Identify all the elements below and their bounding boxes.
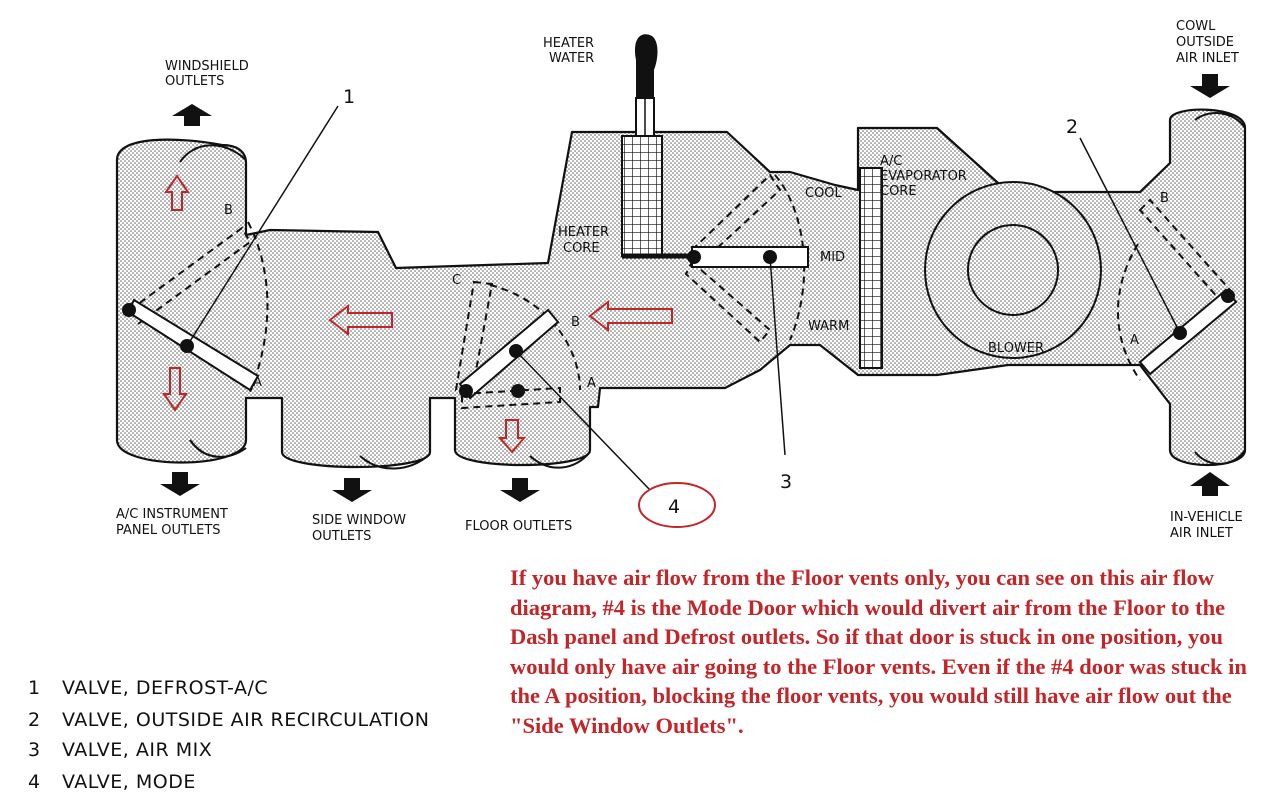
instrument-panel-label-2: PANEL OUTLETS <box>116 523 221 538</box>
evaporator-core <box>859 167 883 369</box>
blower-wheel <box>924 181 1102 359</box>
side-window-label-1: SIDE WINDOW <box>312 513 406 528</box>
leader-3 <box>769 256 786 456</box>
cool-label: COOL <box>805 186 843 201</box>
in-vehicle-label-1: IN-VEHICLE <box>1170 510 1243 525</box>
heater-water-label-2: WATER <box>549 51 594 66</box>
heater-core-label-1: HEATER <box>558 225 609 240</box>
in-vehicle-label-2: AIR INLET <box>1170 526 1233 541</box>
red-arrow-down-left <box>162 367 188 412</box>
legend-text-1: VALVE, DEFROST-A/C <box>62 677 268 699</box>
mode-door-c: C <box>452 273 461 288</box>
red-arrow-left-right <box>588 299 673 333</box>
cowl-label-2: OUTSIDE <box>1176 35 1234 50</box>
evaporator-label-3: CORE <box>880 184 917 199</box>
heater-core <box>621 135 663 257</box>
legend-num-3: 3 <box>28 739 41 761</box>
leader-4 <box>515 350 651 491</box>
legend-num-2: 2 <box>28 709 41 731</box>
red-arrow-up <box>164 174 190 211</box>
mid-label: MID <box>820 250 845 265</box>
cowl-label-1: COWL <box>1176 19 1216 34</box>
valve-legend: 1 VALVE, DEFROST-A/C 2 VALVE, OUTSIDE AI… <box>28 677 429 793</box>
legend-num-1: 1 <box>28 677 41 699</box>
windshield-label-1: WINDSHIELD <box>165 59 249 74</box>
side-window-arrow <box>332 478 372 502</box>
red-arrow-left-center <box>328 303 393 337</box>
recirc-door <box>1117 198 1238 381</box>
callout-1: 1 <box>343 86 355 108</box>
blower-label: BLOWER <box>988 341 1044 356</box>
callout-4: 4 <box>668 496 680 518</box>
leader-2 <box>1079 137 1181 334</box>
legend-text-3: VALVE, AIR MIX <box>62 739 212 761</box>
legend-text-2: VALVE, OUTSIDE AIR RECIRCULATION <box>62 709 429 731</box>
air-mix-door <box>684 173 809 344</box>
legend-num-4: 4 <box>28 771 41 793</box>
heater-water-pipe <box>634 34 658 139</box>
windshield-arrow <box>172 104 212 126</box>
leader-1 <box>186 105 339 347</box>
defrost-door-a: A <box>253 375 262 390</box>
mode-door-b: B <box>571 315 580 330</box>
floor-label: FLOOR OUTLETS <box>465 519 572 534</box>
mode-door-explanation: If you have air flow from the Floor vent… <box>510 565 1247 738</box>
heater-water-label-1: HEATER <box>543 36 594 51</box>
callout-2: 2 <box>1066 116 1078 138</box>
instrument-panel-label-1: A/C INSTRUMENT <box>116 507 228 522</box>
side-window-label-2: OUTLETS <box>312 529 371 544</box>
windshield-label-2: OUTLETS <box>165 74 224 89</box>
evaporator-label-2: EVAPORATOR <box>880 169 967 184</box>
warm-label: WARM <box>808 319 849 334</box>
in-vehicle-inlet-arrow <box>1190 472 1230 496</box>
cowl-inlet-arrow <box>1190 74 1230 98</box>
recirc-door-a: A <box>1130 333 1139 348</box>
mode-door-a: A <box>587 376 596 391</box>
callout-3: 3 <box>780 471 792 493</box>
callout-4-circle <box>638 482 716 528</box>
defrost-door-b: B <box>224 203 233 218</box>
recirc-door-b: B <box>1160 191 1169 206</box>
heater-core-label-2: CORE <box>563 241 600 256</box>
evaporator-label-1: A/C <box>880 154 902 169</box>
instrument-panel-arrow <box>160 472 200 496</box>
floor-arrow <box>500 478 540 502</box>
cowl-label-3: AIR INLET <box>1176 51 1239 66</box>
legend-text-4: VALVE, MODE <box>62 771 196 793</box>
red-arrow-down-floor <box>497 419 527 454</box>
